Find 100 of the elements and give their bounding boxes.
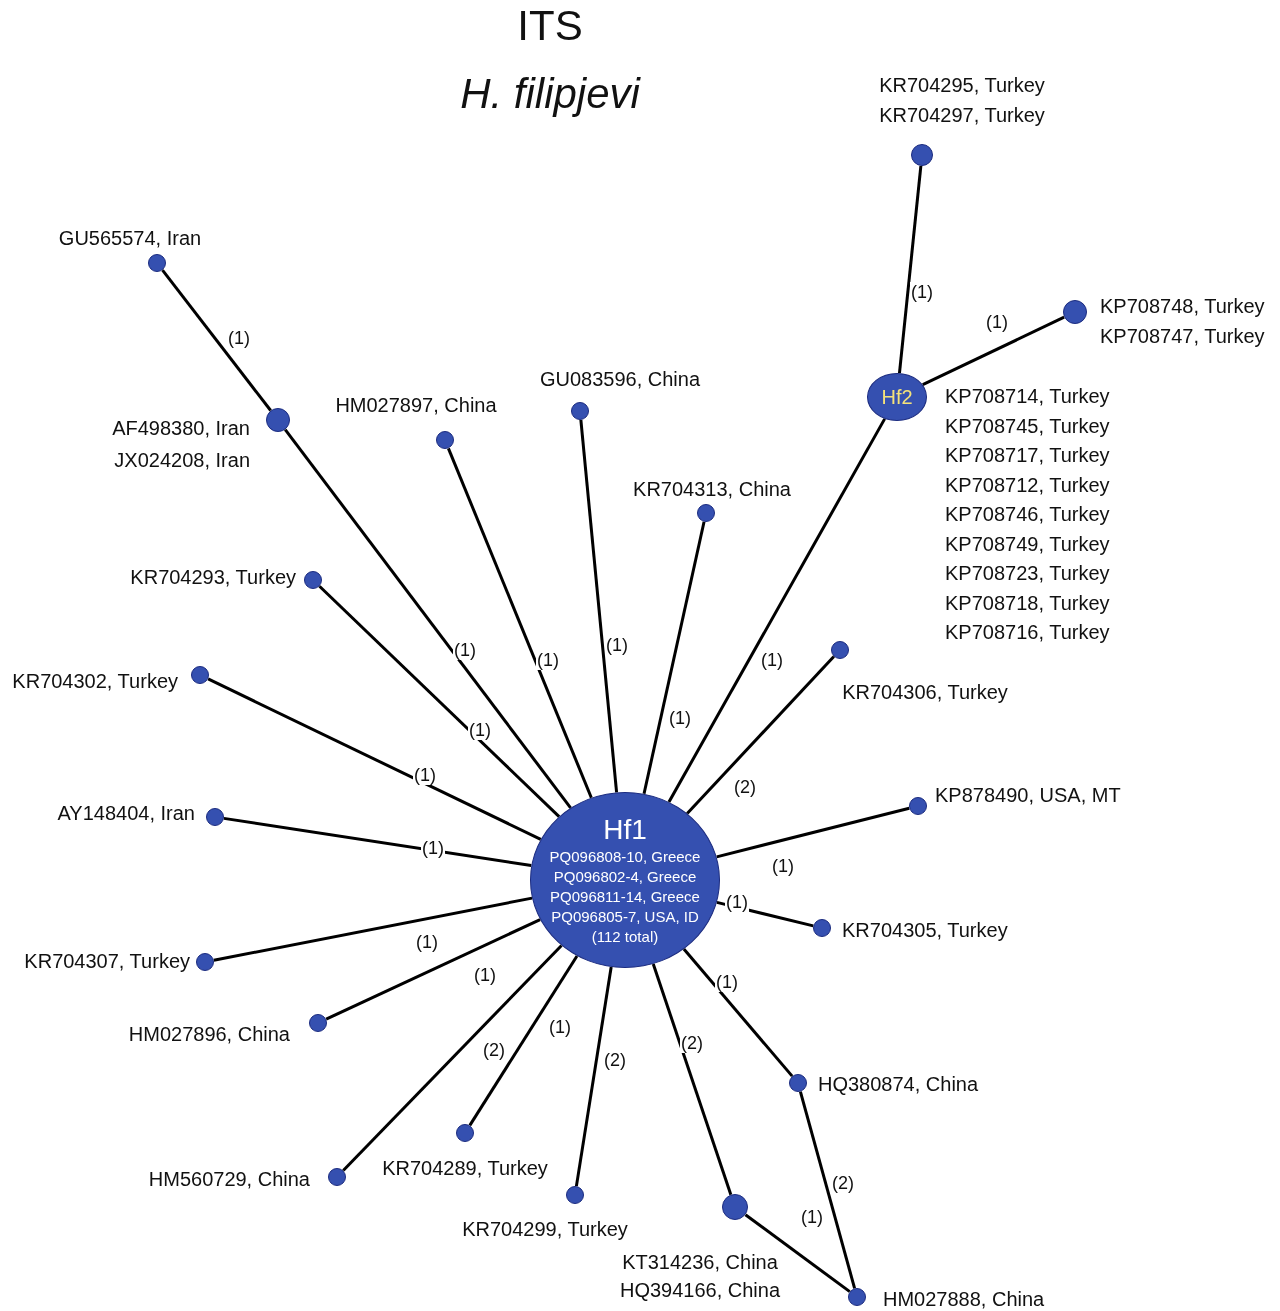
sample-label: KP878490, USA, MT: [935, 783, 1121, 807]
haplotype-circle: [566, 1186, 584, 1204]
edge-label: (1): [421, 838, 445, 858]
sample-label: HQ380874, China: [818, 1072, 979, 1096]
connector-line: [579, 419, 619, 793]
connector-line: [686, 655, 835, 815]
sample-label: HM027896, China: [128, 1022, 290, 1046]
edge-label: (1): [605, 635, 629, 655]
haplotype-name: Hf1: [603, 813, 647, 847]
edge-label: (2): [733, 777, 757, 797]
connector-line: [798, 1091, 857, 1289]
sample-label: GU565574, Iran: [58, 226, 202, 250]
sample-label: KP708748, Turkey: [1100, 294, 1265, 318]
sample-label: KP708712, Turkey: [945, 472, 1110, 497]
sample-label: KR704295, Turkey: [879, 73, 1045, 97]
connector-line: [447, 447, 593, 799]
haplotype-circle: [813, 919, 831, 937]
sample-label: KR704306, Turkey: [842, 680, 1008, 704]
connector-line: [207, 677, 542, 841]
sample-label: (112 total): [591, 927, 659, 947]
edge-label: (1): [668, 708, 692, 728]
sample-label: AF498380, Iran: [112, 416, 250, 440]
sample-label: KR704307, Turkey: [24, 949, 190, 973]
connector-line: [667, 418, 886, 803]
sample-label: AY148404, Iran: [57, 801, 195, 825]
connector-line: [682, 948, 794, 1078]
connector-line: [922, 315, 1065, 387]
sample-label: KR704305, Turkey: [842, 918, 1008, 942]
edge-label: (1): [413, 765, 437, 785]
haplotype-circle: [1063, 300, 1087, 324]
sample-label: KP708717, Turkey: [945, 443, 1110, 467]
sample-label: KP708718, Turkey: [945, 590, 1110, 615]
haplotype-circle: [304, 571, 322, 589]
connector-line: [284, 428, 572, 809]
sample-label: KP708723, Turkey: [945, 561, 1110, 585]
sample-label: HQ394166, China: [619, 1278, 781, 1302]
edge-label: (1): [715, 972, 739, 992]
connector-line: [897, 165, 923, 374]
edge-label: (1): [725, 892, 749, 912]
edge-label: (1): [760, 650, 784, 670]
sample-label: JX024208, Iran: [114, 448, 250, 472]
sample-label: KP708745, Turkey: [945, 413, 1110, 438]
species-name: H. filipjevi: [460, 70, 640, 118]
sample-label: HM027888, China: [883, 1287, 1045, 1311]
connector-line: [744, 1213, 851, 1293]
sample-label: KR704293, Turkey: [130, 565, 296, 589]
connector-line: [318, 585, 561, 818]
sample-label: KP708716, Turkey: [945, 620, 1110, 644]
edge-label: (1): [800, 1207, 824, 1227]
haplotype-circle: [456, 1124, 474, 1142]
connector-line: [716, 806, 910, 859]
haplotype-circle: [571, 402, 589, 420]
sample-label: KT314236, China: [622, 1250, 778, 1274]
sample-label: KR704299, Turkey: [462, 1217, 628, 1241]
sample-label: KP708747, Turkey: [1100, 324, 1265, 348]
haplotype-circle: [436, 431, 454, 449]
sample-label: KP708714, Turkey: [945, 384, 1110, 408]
haplotype-circle: [266, 408, 290, 432]
haplotype-circle: [309, 1014, 327, 1032]
haplotype-circle: [867, 373, 927, 421]
sample-label: PQ096802-4, Greece: [553, 867, 697, 887]
haplotype-circle: [148, 254, 166, 272]
haplotype-circle: [831, 641, 849, 659]
connector-line: [161, 269, 272, 412]
edge-label: (1): [473, 965, 497, 985]
edge-label: (1): [985, 312, 1009, 332]
connector-line: [651, 963, 733, 1196]
edge-label: (1): [910, 282, 934, 302]
connector-line: [325, 918, 541, 1021]
sample-label: KR704313, China: [633, 477, 791, 501]
haplotype-circle: [911, 144, 933, 166]
haplotype-circle: [191, 666, 209, 684]
edge-label: (2): [680, 1033, 704, 1053]
connector-line: [342, 944, 563, 1172]
haplotype-circle: [196, 953, 214, 971]
edge-label: (1): [415, 932, 439, 952]
sample-label: PQ096808-10, Greece: [549, 847, 701, 867]
sample-label: KP708749, Turkey: [945, 531, 1110, 556]
sample-label: HM560729, China: [148, 1167, 310, 1191]
sample-label: KR704302, Turkey: [12, 669, 178, 693]
sample-label: KR704289, Turkey: [382, 1156, 548, 1180]
sample-label: GU083596, China: [539, 367, 701, 391]
connector-line: [642, 521, 706, 795]
haplotype-name: Hf2: [881, 386, 913, 408]
haplotype-circle: [789, 1074, 807, 1092]
connector-line: [213, 896, 533, 962]
edge-label: (1): [771, 856, 795, 876]
haplotype-circle: [848, 1288, 866, 1306]
sample-label: KP708746, Turkey: [945, 502, 1110, 526]
haplotype-circle: [206, 808, 224, 826]
sample-label: HM027897, China: [335, 393, 497, 417]
sample-label: PQ096811-14, Greece: [550, 887, 700, 907]
edge-label: (2): [603, 1050, 627, 1070]
edge-label: (1): [468, 720, 492, 740]
edge-label: (2): [831, 1173, 855, 1193]
sample-label: KR704297, Turkey: [879, 103, 1045, 127]
haplotype-circle: [909, 797, 927, 815]
sample-label: PQ096805-7, USA, ID: [551, 907, 699, 927]
edge-label: (2): [482, 1040, 506, 1060]
edge-label: (1): [453, 640, 477, 660]
